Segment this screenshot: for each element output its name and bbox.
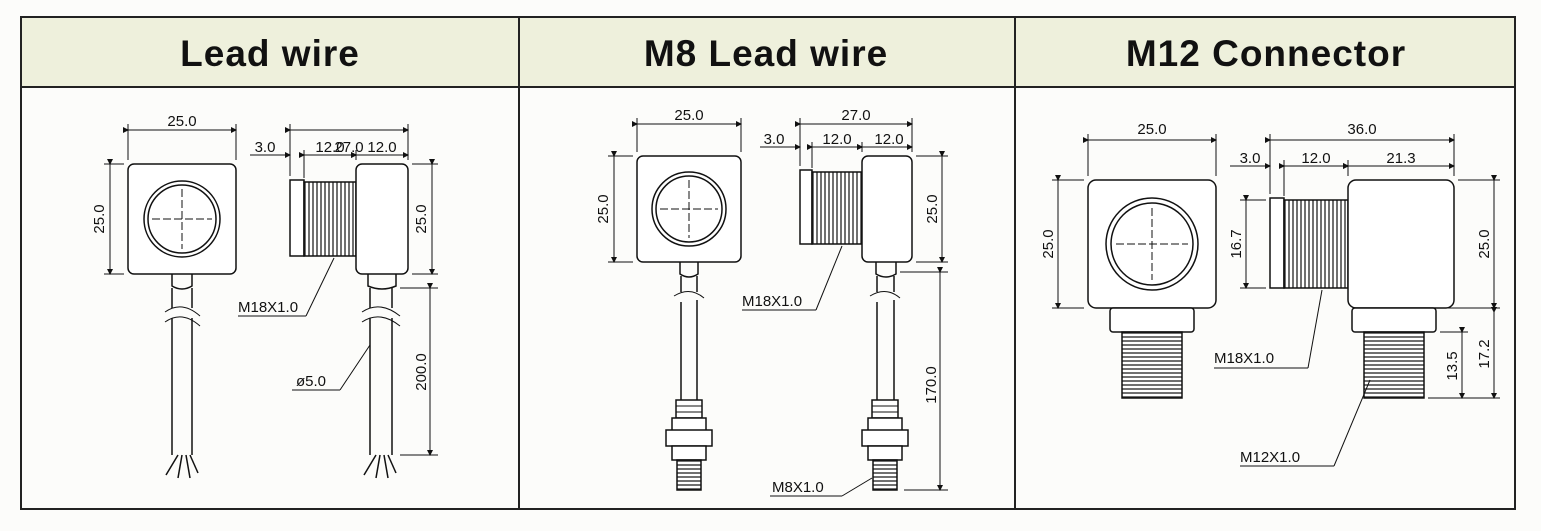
- lead-wire-front-view: [127, 163, 237, 479]
- lead-wire-side-view: [289, 163, 409, 479]
- column-divider: [518, 18, 520, 508]
- m12-connector-thread-label: M12X1.0: [1240, 449, 1300, 466]
- m8-side-total: 27.0: [841, 107, 870, 124]
- lead-wire-front-height: 25.0: [91, 204, 108, 233]
- lead-wire-side-dims: [238, 124, 438, 456]
- m8-thread-label: M18X1.0: [742, 293, 802, 310]
- header-row: [22, 18, 1514, 88]
- m12-side-b: 12.0: [1301, 150, 1330, 167]
- lead-wire-side-a: 3.0: [255, 139, 276, 156]
- m12-front-dims: [1052, 134, 1217, 309]
- lead-wire-thread-label: M18X1.0: [238, 299, 298, 316]
- m8-front-height: 25.0: [595, 194, 612, 223]
- m12-side-total: 36.0: [1347, 121, 1376, 138]
- title-m8-lead-wire: M8 Lead wire: [643, 33, 889, 74]
- m8-side-dims: [742, 118, 948, 497]
- m12-side-a: 3.0: [1240, 150, 1261, 167]
- title-lead-wire: Lead wire: [180, 33, 360, 74]
- lead-wire-side-b: 12.0: [315, 139, 344, 156]
- lead-wire-cable-diameter: ø5.0: [296, 373, 326, 390]
- m12-thread-label: M18X1.0: [1214, 350, 1274, 367]
- lead-wire-front-dims: [104, 124, 237, 275]
- m12-front-width: 25.0: [1137, 121, 1166, 138]
- m8-front-view: [636, 155, 742, 491]
- m8-side-b: 12.0: [822, 131, 851, 148]
- lead-wire-side-height: 25.0: [413, 204, 430, 233]
- dimension-drawing-table: Lead wire M8 Lead wire M12 Connector: [20, 16, 1516, 510]
- lead-wire-cable-length: 200.0: [413, 353, 430, 391]
- lead-wire-side-c: 12.0: [367, 139, 396, 156]
- m8-side-c: 12.0: [874, 131, 903, 148]
- m12-side-height: 25.0: [1476, 229, 1493, 258]
- m12-front-view: [1087, 179, 1217, 399]
- m8-side-view: [799, 155, 913, 491]
- m8-front-width: 25.0: [674, 107, 703, 124]
- m12-conn-length-b: 17.2: [1476, 339, 1493, 368]
- m8-connector-thread-label: M8X1.0: [772, 479, 824, 496]
- m8-side-height: 25.0: [924, 194, 941, 223]
- column-divider: [1014, 18, 1016, 508]
- m12-thread-height: 16.7: [1228, 229, 1245, 258]
- m12-side-c: 21.3: [1386, 150, 1415, 167]
- m12-side-view: [1269, 179, 1455, 399]
- lead-wire-side-total: 27.0: [334, 139, 363, 156]
- m8-cable-length: 170.0: [923, 366, 940, 404]
- m12-conn-length-a: 13.5: [1444, 351, 1461, 380]
- m8-side-a: 3.0: [764, 131, 785, 148]
- title-m12-connector: M12 Connector: [1125, 33, 1407, 74]
- m12-front-height: 25.0: [1040, 229, 1057, 258]
- m8-front-dims: [608, 118, 742, 263]
- lead-wire-front-width: 25.0: [167, 113, 196, 130]
- m12-side-dims: [1214, 134, 1500, 467]
